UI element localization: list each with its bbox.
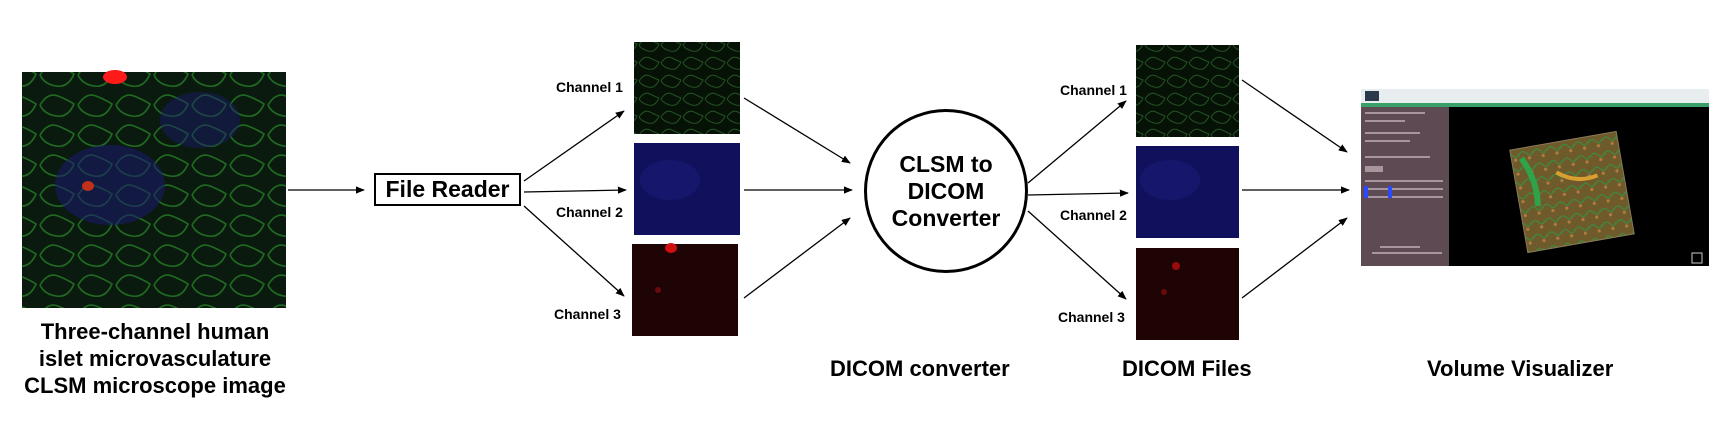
converter-to-dicom-arrows <box>1027 100 1129 300</box>
dicom-channel-images <box>1136 45 1239 340</box>
split-channel-3-image <box>632 243 738 336</box>
split-channel-images <box>632 42 740 336</box>
rendered-volume <box>1509 130 1635 254</box>
volume-visualizer-screenshot <box>1361 89 1709 266</box>
dicom-to-visualizer-arrows <box>1241 79 1350 299</box>
split-channel-1-image <box>634 42 740 134</box>
file-reader-box: File Reader <box>374 173 521 206</box>
channels-to-converter-arrows <box>743 97 853 299</box>
dicom-channel-1-image <box>1136 45 1239 137</box>
reader-to-channel-arrows <box>523 110 627 297</box>
converter-caption: DICOM converter <box>830 356 1010 381</box>
split-channel-3-label: Channel 3 <box>554 306 621 322</box>
source-microscope-image <box>22 70 286 308</box>
dicom-channel-1-label: Channel 1 <box>1060 82 1127 98</box>
converter-line: Converter <box>891 204 1001 231</box>
split-channel-2-image <box>634 143 740 235</box>
source-caption-line: CLSM microscope image <box>24 373 286 398</box>
source-caption: Three-channel human islet microvasculatu… <box>5 318 305 399</box>
dicom-channel-3-label: Channel 3 <box>1058 309 1125 325</box>
converter-line: DICOM <box>907 177 985 204</box>
file-reader-label: File Reader <box>385 176 510 202</box>
visualizer-caption: Volume Visualizer <box>1427 356 1614 381</box>
source-caption-line: Three-channel human <box>40 319 270 344</box>
dicom-channel-2-image <box>1136 146 1239 238</box>
source-caption-line: islet microvasculature <box>38 346 272 371</box>
converter-line: CLSM to <box>899 150 993 177</box>
dicom-files-caption: DICOM Files <box>1122 356 1252 381</box>
split-channel-2-label: Channel 2 <box>556 204 623 220</box>
clsm-to-dicom-converter: CLSM to DICOM Converter <box>864 109 1028 273</box>
split-channel-1-label: Channel 1 <box>556 79 623 95</box>
dicom-channel-2-label: Channel 2 <box>1060 207 1127 223</box>
dicom-channel-3-image <box>1136 248 1239 340</box>
